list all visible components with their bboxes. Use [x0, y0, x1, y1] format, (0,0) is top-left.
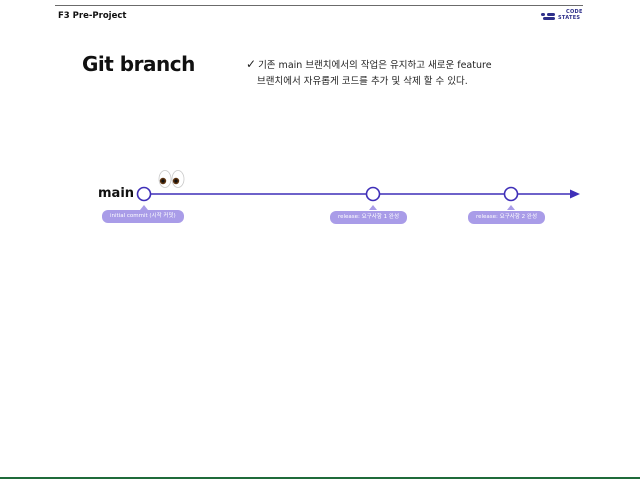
top-divider: [55, 5, 583, 6]
eyes-emoji-icon: [158, 170, 185, 188]
logo-bar-icon: [541, 13, 545, 16]
commit-node-release-1: [365, 186, 381, 202]
commit-label-release-2: release: 요구사항 2 완성: [468, 211, 546, 224]
commit-pill-tail: [140, 205, 148, 210]
slide-title: Git branch: [82, 52, 195, 76]
logo-text: CODE STATES: [558, 9, 583, 21]
commit-node-release-2: [503, 186, 519, 202]
branch-arrow-icon: [570, 189, 580, 199]
logo-bar-icon: [543, 17, 555, 20]
description-line-2: 브랜치에서 자유롭게 코드를 추가 및 삭제 할 수 있다.: [257, 76, 468, 87]
header-title: F3 Pre-Project: [58, 11, 127, 21]
commit-pill-tail: [507, 205, 515, 210]
logo-bar-icon: [547, 13, 555, 16]
slide-description: ✓기존 main 브랜치에서의 작업은 유지하고 새로운 feature 브랜치…: [246, 56, 516, 90]
codestates-logo: CODE STATES: [541, 9, 583, 22]
commit-pill-tail: [369, 205, 377, 210]
logo-line1: CODE: [566, 9, 583, 15]
commit-label-release-1: release: 요구사항 1 완성: [330, 211, 408, 224]
logo-line2: STATES: [558, 14, 581, 21]
description-line-1: 기존 main 브랜치에서의 작업은 유지하고 새로운 feature: [258, 60, 492, 71]
checkmark-icon: ✓: [246, 57, 257, 71]
commit-label-initial: initial commit (시작 커밋): [102, 210, 184, 223]
branch-label-main: main: [98, 186, 135, 201]
commit-node-initial: [136, 186, 152, 202]
bottom-divider: [0, 477, 640, 479]
